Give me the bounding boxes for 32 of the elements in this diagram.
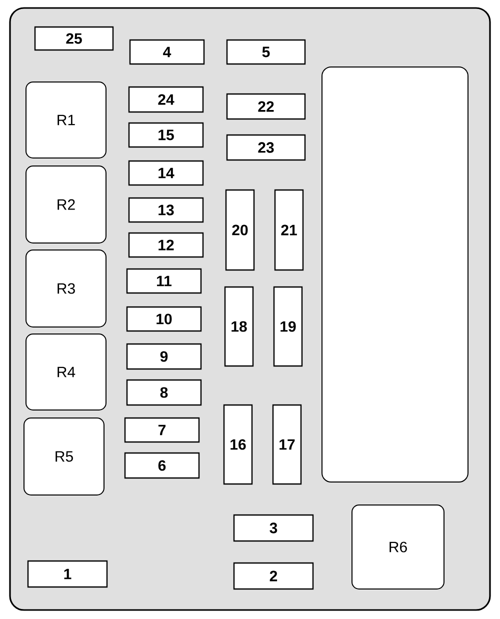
relay-box: R4 [26,334,106,410]
fuse-box: 25 [34,26,114,51]
relay-box: R5 [24,418,104,496]
fuse-box: 20 [225,189,255,271]
relay-box: R3 [26,250,106,328]
fuse-box: 1 [27,560,108,588]
fuse-box: 6 [124,452,200,479]
fuse-box: 14 [128,160,204,186]
fuse-box: 23 [226,134,306,161]
fuse-box: 5 [226,39,306,65]
fuse-box: 22 [226,93,306,120]
fuse-box: 2 [233,562,314,590]
relay-box: R2 [26,166,106,244]
fuse-box: 3 [233,514,314,542]
fuse-box: 12 [128,232,204,258]
fuse-box: 21 [274,189,304,271]
fuse-box: 16 [223,404,253,485]
fuse-box: 8 [126,379,202,406]
fuse-box: 18 [224,286,254,367]
fuse-box: 24 [128,86,204,113]
fuse-box: 19 [273,286,303,367]
relay-box: R6 [352,504,444,590]
fuse-box: 7 [124,417,200,443]
fuse-box: 17 [272,404,302,485]
fuse-box: 4 [129,39,205,65]
empty-block [322,66,468,482]
fuse-box: 11 [126,268,202,294]
fuse-box: 15 [128,122,204,148]
fuse-box: 9 [126,343,202,370]
fuse-box: 13 [128,197,204,223]
relay-box: R1 [26,82,106,158]
fuse-box: 10 [126,306,202,332]
